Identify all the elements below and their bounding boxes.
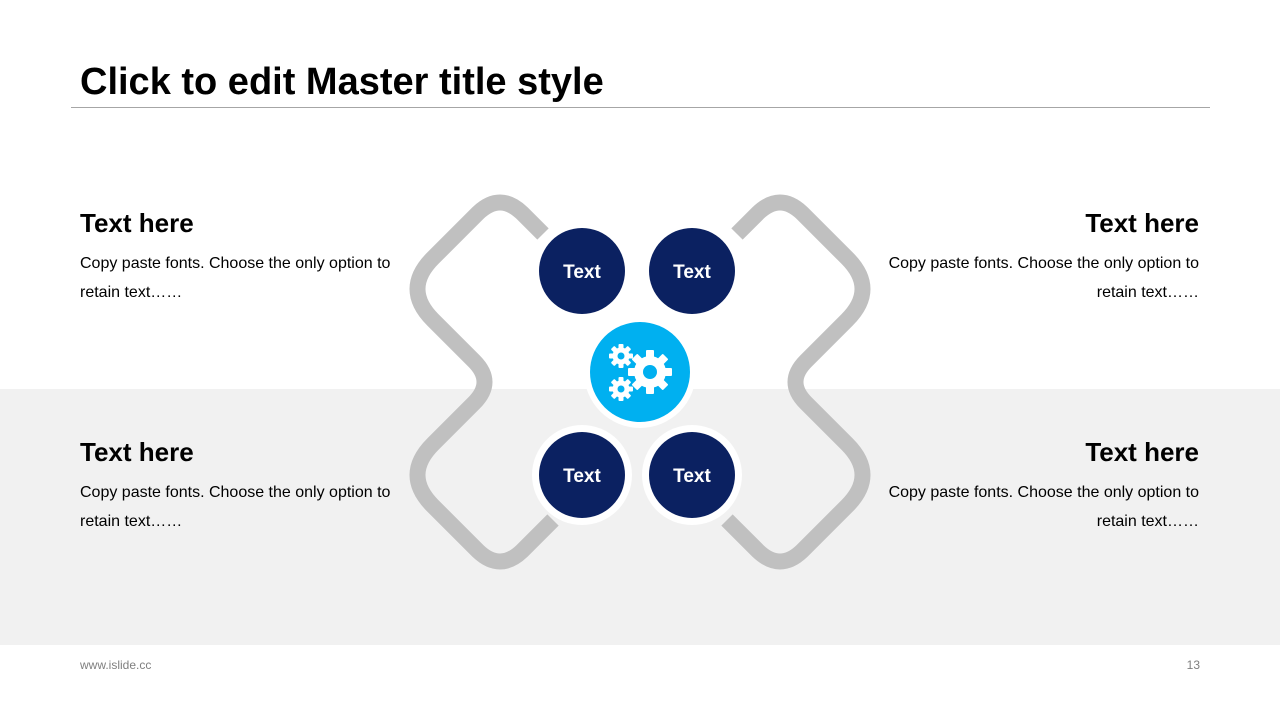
block-body: Copy paste fonts. Choose the only option… — [80, 255, 391, 301]
node-top-left[interactable]: Text — [534, 223, 630, 319]
block-heading: Text here — [1085, 437, 1199, 467]
block-body: Copy paste fonts. Choose the only option… — [888, 484, 1199, 530]
footer-url: www.islide.cc — [80, 658, 152, 672]
block-heading: Text here — [1085, 208, 1199, 238]
node-bottom-left[interactable]: Text — [532, 425, 632, 525]
node-bottom-right[interactable]: Text — [642, 425, 742, 525]
center-hub[interactable] — [584, 316, 696, 428]
node-label: Text — [563, 466, 601, 487]
page-number: 13 — [1186, 658, 1200, 672]
gray-background-band — [0, 389, 1280, 645]
text-block-bottom-right[interactable]: Text here Copy paste fonts. Choose the o… — [879, 436, 1199, 536]
text-block-bottom-left[interactable]: Text here Copy paste fonts. Choose the o… — [80, 436, 400, 536]
block-heading: Text here — [80, 437, 194, 467]
block-body: Copy paste fonts. Choose the only option… — [80, 484, 391, 530]
slide-title[interactable]: Click to edit Master title style — [80, 61, 604, 103]
node-top-right[interactable]: Text — [644, 223, 740, 319]
block-heading: Text here — [80, 208, 194, 238]
block-body: Copy paste fonts. Choose the only option… — [888, 255, 1199, 301]
title-divider — [71, 107, 1210, 108]
text-block-top-left[interactable]: Text here Copy paste fonts. Choose the o… — [80, 207, 400, 307]
gears-icon — [609, 344, 672, 401]
node-label: Text — [673, 262, 711, 283]
node-label: Text — [563, 262, 601, 283]
text-block-top-right[interactable]: Text here Copy paste fonts. Choose the o… — [879, 207, 1199, 307]
node-label: Text — [673, 466, 711, 487]
